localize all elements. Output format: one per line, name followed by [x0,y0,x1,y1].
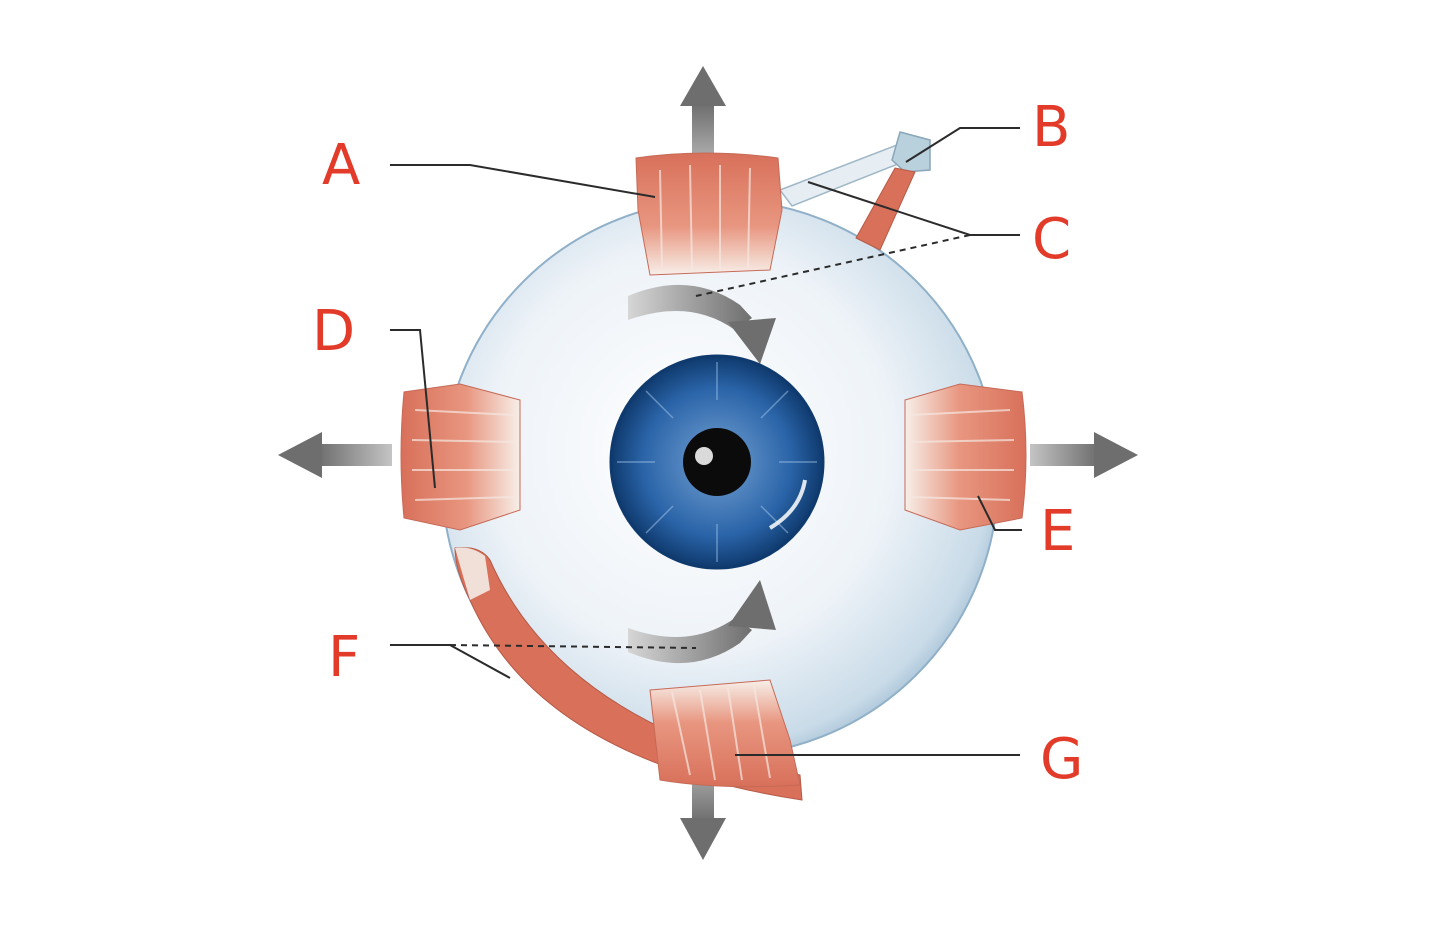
trochlea [891,131,931,173]
iris-highlight [768,479,807,530]
label-b: B [1032,95,1070,160]
superior-oblique-muscle [855,167,916,251]
leader-line-b [905,127,1020,163]
label-a: A [322,133,360,198]
up-arrow [680,66,726,160]
leader-line-d [390,329,436,489]
right-arrow [1030,432,1138,478]
leader-line-f-dashed [449,644,697,649]
upper-rotation-arrow [628,284,776,364]
pupil [683,428,751,496]
rotation-arrows [628,284,776,664]
label-g: G [1040,727,1083,792]
leader-line-c-dashed [695,234,971,297]
leader-line-e [977,495,1022,531]
label-e: E [1040,499,1075,564]
label-c: C [1032,207,1071,272]
leader-line-f [390,644,511,679]
inferior-rectus [649,679,801,788]
lower-rotation-arrow [628,580,776,664]
leader-lines [390,127,1022,756]
label-d: D [312,299,355,364]
superior-rectus [635,152,783,276]
label-f: F [328,625,360,690]
leader-line-a [390,164,656,198]
iris-group [609,354,825,570]
pupil-highlight [695,447,713,465]
lateral-rectus [904,383,1027,531]
medial-rectus [400,383,521,531]
left-arrow [278,432,392,478]
superior-oblique [778,131,931,251]
labels: A B C D E F G [312,95,1083,792]
